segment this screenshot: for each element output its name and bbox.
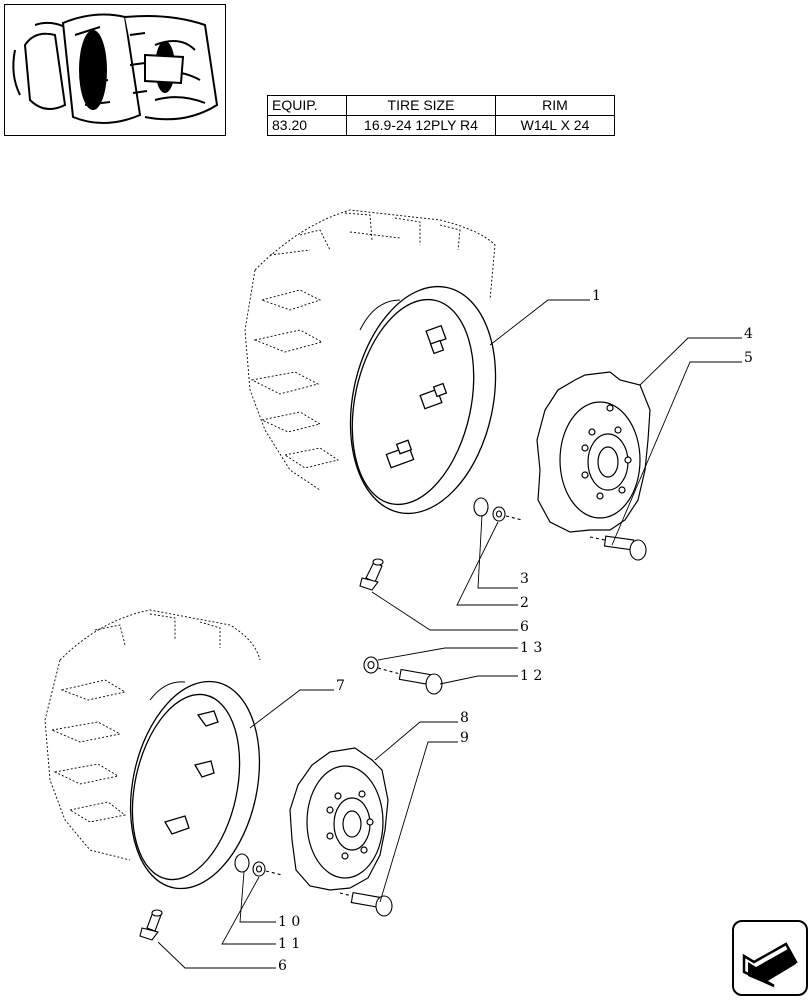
lower-tire — [44, 609, 261, 861]
upper-rim — [349, 285, 497, 515]
upper-center-disc — [536, 371, 651, 533]
upper-tire — [244, 209, 496, 491]
leader-lines — [157, 299, 742, 969]
tire-thumbnail — [4, 4, 226, 136]
callout-9: 9 — [460, 730, 469, 746]
lower-center-disc — [289, 747, 389, 891]
spec-table: EQUIP. TIRE SIZE RIM 83.20 16.9-24 12PLY… — [267, 95, 615, 136]
spec-table-row: 83.20 16.9-24 12PLY R4 W14L X 24 — [267, 115, 615, 136]
callout-12: 1 2 — [520, 668, 542, 684]
tractor-tire-thumbnail-icon — [12, 13, 219, 125]
callout-labels: 1 4 5 3 2 6 1 3 1 2 7 8 9 1 0 1 1 6 — [278, 288, 753, 974]
callout-4: 4 — [744, 326, 753, 342]
upper-valve — [359, 558, 384, 591]
callout-11: 1 1 — [278, 936, 300, 952]
upper-nut-washer — [473, 497, 523, 522]
header-equip: EQUIP. — [267, 95, 347, 116]
lower-valve — [139, 909, 163, 941]
lower-bolt — [339, 892, 393, 917]
callout-6-lower: 6 — [278, 958, 287, 974]
callout-10: 1 0 — [278, 914, 300, 930]
mid-washer-bolt — [363, 656, 443, 695]
callout-3: 3 — [520, 571, 529, 587]
upper-bolt — [589, 535, 647, 561]
cell-equip: 83.20 — [267, 115, 347, 136]
callout-5: 5 — [744, 350, 753, 366]
callout-13: 1 3 — [520, 640, 542, 656]
next-page-button[interactable] — [732, 920, 808, 996]
next-page-arrow-icon — [742, 942, 798, 988]
callout-6-upper: 6 — [520, 619, 529, 635]
cell-rim: W14L X 24 — [495, 115, 615, 136]
callout-7: 7 — [336, 678, 345, 694]
callout-2: 2 — [520, 595, 529, 611]
callout-1: 1 — [592, 288, 601, 304]
lower-rim — [129, 680, 261, 890]
callout-8: 8 — [460, 710, 469, 726]
lower-nut-washer — [234, 853, 283, 877]
